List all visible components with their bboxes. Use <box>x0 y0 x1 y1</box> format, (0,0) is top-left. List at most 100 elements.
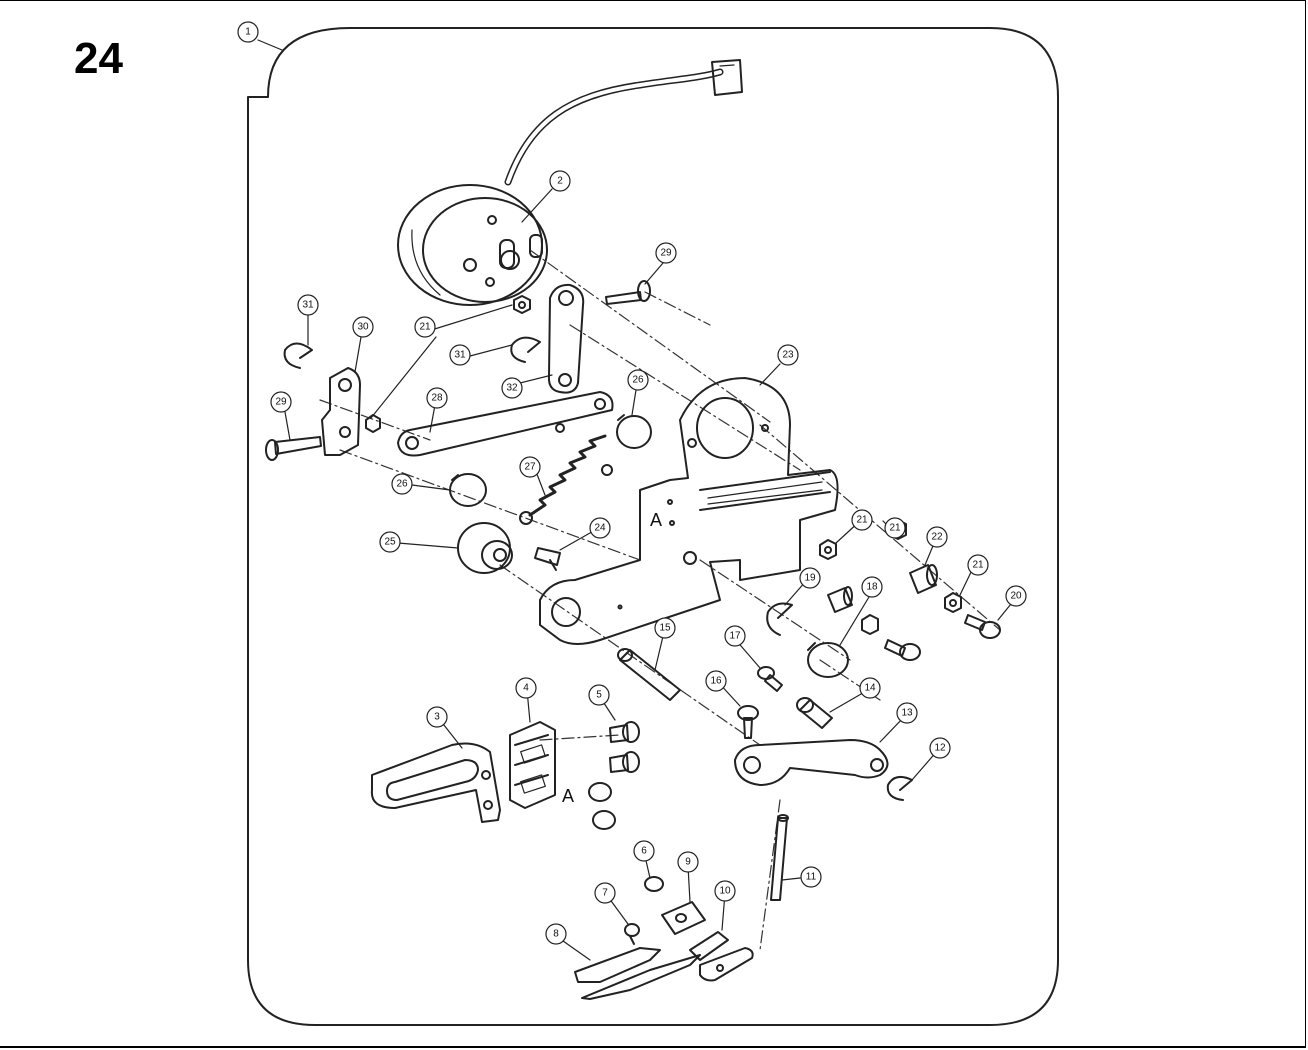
callout-1 <box>237 21 259 43</box>
main-plate-23 <box>539 377 839 645</box>
rod-11 <box>770 814 789 901</box>
bracket-3 <box>370 742 501 823</box>
callout-circles <box>237 21 1027 945</box>
callout-label: 28 <box>431 393 443 404</box>
callout-label: 9 <box>685 857 691 868</box>
roller-26-right <box>616 414 652 449</box>
callout-32 <box>501 377 523 399</box>
callout-17 <box>724 625 746 647</box>
blade-10 <box>689 931 754 982</box>
callout-31-left <box>297 294 319 316</box>
callout-25 <box>379 531 401 553</box>
callout-10 <box>714 880 736 902</box>
callout-12 <box>929 737 951 759</box>
link-32 <box>547 283 585 394</box>
motor-solenoid <box>397 59 743 306</box>
callout-29-upper <box>655 242 677 264</box>
callout-11 <box>800 866 822 888</box>
cable-connector <box>711 59 743 96</box>
callout-label: 29 <box>660 248 672 259</box>
callout-19 <box>799 567 821 589</box>
e-ring-31-left <box>283 342 313 369</box>
callout-label: 14 <box>864 683 876 694</box>
callout-label: 32 <box>506 383 518 394</box>
screw-small <box>884 639 921 661</box>
marker-a-lower: A <box>562 786 574 806</box>
assembly-outline <box>247 27 1059 1026</box>
e-ring-19 <box>766 602 793 636</box>
callout-27 <box>519 456 541 478</box>
callout-13 <box>896 702 918 724</box>
callout-label: 23 <box>782 350 794 361</box>
callout-label: 25 <box>384 537 396 548</box>
callout-label: 17 <box>729 631 741 642</box>
screw-16 <box>737 705 759 739</box>
e-ring-31 <box>510 336 541 363</box>
bracket-30 <box>321 367 361 456</box>
callout-label: 24 <box>594 523 606 534</box>
callout-label: 1 <box>245 27 251 38</box>
callout-label: 10 <box>719 886 731 897</box>
block-4 <box>509 721 556 809</box>
screws-lower <box>588 782 616 830</box>
plate-9 <box>661 901 706 935</box>
screw-20 <box>964 614 1001 639</box>
callout-label: 31 <box>454 350 466 361</box>
screw-5a <box>609 721 640 743</box>
callout-label: 7 <box>602 888 608 899</box>
blade-8 <box>574 947 701 1000</box>
callout-30 <box>352 316 374 338</box>
nut-21-d <box>861 614 879 635</box>
callout-label: 19 <box>804 573 816 584</box>
spring-27 <box>519 434 613 525</box>
callout-label: 15 <box>659 623 671 634</box>
callout-label: 18 <box>866 582 878 593</box>
collar-22 <box>909 564 938 594</box>
callout-label: 4 <box>523 683 529 694</box>
e-ring-12 <box>886 775 913 801</box>
screw-5b <box>609 751 640 773</box>
callout-2 <box>549 170 571 192</box>
callout-label: 13 <box>901 708 913 719</box>
callout-label: 21 <box>972 560 984 571</box>
callout-label: 31 <box>302 300 314 311</box>
callout-labels: 1 2 3 4 5 6 7 8 9 10 11 12 13 14 15 16 1… <box>245 27 1022 940</box>
callout-18 <box>861 576 883 598</box>
callout-8 <box>545 923 567 945</box>
callout-22 <box>926 526 948 548</box>
callout-5 <box>588 684 610 706</box>
callout-label: 6 <box>641 846 647 857</box>
knob-18 <box>807 642 849 678</box>
callout-16 <box>705 670 727 692</box>
pin-24 <box>534 547 561 571</box>
callout-label: 11 <box>806 872 817 883</box>
callout-14 <box>859 677 881 699</box>
callout-4 <box>515 677 537 699</box>
screw-7 <box>624 923 640 945</box>
callout-3 <box>426 706 448 728</box>
callout-28 <box>426 387 448 409</box>
callout-label: 21 <box>419 322 431 333</box>
callout-label: 22 <box>931 532 943 543</box>
leader-line <box>257 39 283 51</box>
callout-label: 26 <box>632 375 644 386</box>
arm-13 <box>734 739 889 786</box>
callout-label: 3 <box>434 712 440 723</box>
nut-21-left <box>365 414 381 433</box>
nut-21-a <box>819 539 837 560</box>
callout-label: 26 <box>396 479 408 490</box>
callout-21-c <box>967 554 989 576</box>
callout-label: 2 <box>557 176 563 187</box>
callout-label: 27 <box>524 462 536 473</box>
callout-label: 12 <box>934 743 946 754</box>
screw-17 <box>757 666 783 692</box>
callout-21-d <box>884 517 906 539</box>
callout-label: 5 <box>596 690 602 701</box>
callout-26-right <box>627 369 649 391</box>
callout-label: 16 <box>710 676 722 687</box>
callout-label: 29 <box>275 397 287 408</box>
sleeve <box>827 586 853 613</box>
callout-label: 21 <box>889 523 901 534</box>
